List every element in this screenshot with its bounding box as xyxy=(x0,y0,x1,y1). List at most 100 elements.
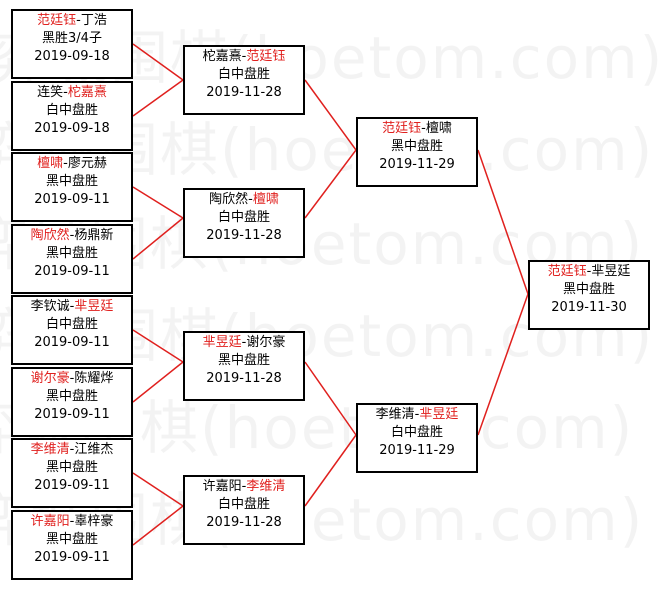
match-box-final: 范廷钰-芈昱廷 黑中盘胜 2019-11-30 xyxy=(528,260,650,330)
player-black: 许嘉阳 xyxy=(202,479,242,494)
match-players: 李钦诚-芈昱廷 xyxy=(30,299,114,314)
player-black: 芈昱廷 xyxy=(202,335,242,350)
match-result: 黑中盘胜 xyxy=(390,139,443,154)
match-result: 白中盘胜 xyxy=(45,103,98,118)
match-box-round1: 李钦诚-芈昱廷 白中盘胜 2019-09-11 xyxy=(11,295,133,365)
player-black: 李维清 xyxy=(30,442,70,457)
match-date: 2019-11-28 xyxy=(206,228,282,243)
connector-line xyxy=(477,149,529,295)
match-box-round1: 檀啸-廖元赫 黑中盘胜 2019-09-11 xyxy=(11,152,133,222)
match-box-round1: 连笑-柁嘉熹 白中盘胜 2019-09-18 xyxy=(11,81,133,151)
match-box-round2: 陶欣然-檀啸 白中盘胜 2019-11-28 xyxy=(183,188,305,258)
match-players: 芈昱廷-谢尔豪 xyxy=(202,335,286,350)
match-result: 白中盘胜 xyxy=(217,497,270,512)
connector-line xyxy=(132,472,184,507)
match-result: 黑中盘胜 xyxy=(562,282,615,297)
match-box-round2: 柁嘉熹-范廷钰 白中盘胜 2019-11-28 xyxy=(183,45,305,115)
connector-line xyxy=(304,79,357,151)
player-black: 李维清 xyxy=(375,407,415,422)
match-box-round1: 李维清-江维杰 黑中盘胜 2019-09-11 xyxy=(11,438,133,508)
match-date: 2019-09-18 xyxy=(34,49,110,64)
player-black: 李钦诚 xyxy=(30,299,70,314)
connector-line xyxy=(132,505,184,546)
connector-line xyxy=(132,361,184,403)
match-date: 2019-09-11 xyxy=(34,192,110,207)
match-box-round1: 许嘉阳-辜梓豪 黑中盘胜 2019-09-11 xyxy=(11,510,133,580)
match-players: 许嘉阳-辜梓豪 xyxy=(30,514,114,529)
match-result: 白中盘胜 xyxy=(217,210,270,225)
player-white: 丁浩 xyxy=(80,13,107,28)
match-result: 黑中盘胜 xyxy=(45,460,98,475)
connector-line xyxy=(304,149,357,219)
match-date: 2019-09-11 xyxy=(34,264,110,279)
match-players: 范廷钰-丁浩 xyxy=(37,13,107,28)
player-black: 连笑 xyxy=(37,85,64,100)
match-box-round1: 谢尔豪-陈耀烨 黑中盘胜 2019-09-11 xyxy=(11,367,133,437)
match-players: 柁嘉熹-范廷钰 xyxy=(202,49,286,64)
match-result: 黑中盘胜 xyxy=(45,174,98,189)
player-white: 檀啸 xyxy=(252,192,279,207)
player-black: 范廷钰 xyxy=(547,264,587,279)
match-date: 2019-11-30 xyxy=(551,300,627,315)
player-white: 江维杰 xyxy=(74,442,114,457)
player-black: 陶欣然 xyxy=(30,228,70,243)
connector-line xyxy=(477,293,529,436)
connector-line xyxy=(132,43,184,81)
player-black: 柁嘉熹 xyxy=(202,49,242,64)
match-players: 檀啸-廖元赫 xyxy=(37,156,107,171)
match-date: 2019-09-11 xyxy=(34,407,110,422)
player-black: 谢尔豪 xyxy=(30,371,70,386)
connector-line xyxy=(132,79,184,117)
match-date: 2019-11-29 xyxy=(379,443,455,458)
match-players: 连笑-柁嘉熹 xyxy=(37,85,107,100)
player-white: 柁嘉熹 xyxy=(67,85,107,100)
player-black: 范廷钰 xyxy=(382,121,422,136)
match-players: 谢尔豪-陈耀烨 xyxy=(30,371,114,386)
player-black: 许嘉阳 xyxy=(30,514,70,529)
match-date: 2019-09-18 xyxy=(34,121,110,136)
connector-line xyxy=(304,361,357,436)
connector-line xyxy=(132,186,184,219)
player-white: 范廷钰 xyxy=(246,49,286,64)
match-result: 白中盘胜 xyxy=(45,317,98,332)
match-players: 李维清-江维杰 xyxy=(30,442,114,457)
player-white: 芈昱廷 xyxy=(591,264,631,279)
match-result: 黑中盘胜 xyxy=(217,353,270,368)
match-result: 黑中盘胜 xyxy=(45,532,98,547)
match-result: 白中盘胜 xyxy=(390,425,443,440)
match-box-round2: 芈昱廷-谢尔豪 黑中盘胜 2019-11-28 xyxy=(183,331,305,401)
match-date: 2019-11-28 xyxy=(206,371,282,386)
player-black: 范廷钰 xyxy=(37,13,77,28)
match-players: 陶欣然-檀啸 xyxy=(209,192,279,207)
match-box-round1: 范廷钰-丁浩 黑胜3/4子 2019-09-18 xyxy=(11,9,133,79)
player-white: 芈昱廷 xyxy=(419,407,459,422)
player-white: 廖元赫 xyxy=(67,156,107,171)
match-players: 李维清-芈昱廷 xyxy=(375,407,459,422)
match-date: 2019-09-11 xyxy=(34,478,110,493)
match-date: 2019-09-11 xyxy=(34,550,110,565)
match-players: 许嘉阳-李维清 xyxy=(202,479,286,494)
match-result: 白中盘胜 xyxy=(217,67,270,82)
match-date: 2019-11-28 xyxy=(206,515,282,530)
player-white: 檀啸 xyxy=(425,121,452,136)
player-white: 李维清 xyxy=(246,479,286,494)
match-players: 陶欣然-杨鼎新 xyxy=(30,228,114,243)
match-players: 范廷钰-檀啸 xyxy=(382,121,452,136)
player-white: 辜梓豪 xyxy=(74,514,114,529)
player-black: 檀啸 xyxy=(37,156,64,171)
connector-line xyxy=(304,434,357,507)
match-box-round3: 李维清-芈昱廷 白中盘胜 2019-11-29 xyxy=(356,403,478,473)
player-white: 杨鼎新 xyxy=(74,228,114,243)
player-black: 陶欣然 xyxy=(209,192,249,207)
player-white: 陈耀烨 xyxy=(74,371,114,386)
match-date: 2019-11-29 xyxy=(379,157,455,172)
player-white: 谢尔豪 xyxy=(246,335,286,350)
match-box-round2: 许嘉阳-李维清 白中盘胜 2019-11-28 xyxy=(183,475,305,545)
match-result: 黑中盘胜 xyxy=(45,389,98,404)
connector-line xyxy=(132,329,184,363)
match-result: 黑中盘胜 xyxy=(45,246,98,261)
match-players: 范廷钰-芈昱廷 xyxy=(547,264,631,279)
player-white: 芈昱廷 xyxy=(74,299,114,314)
connector-line xyxy=(132,217,184,260)
